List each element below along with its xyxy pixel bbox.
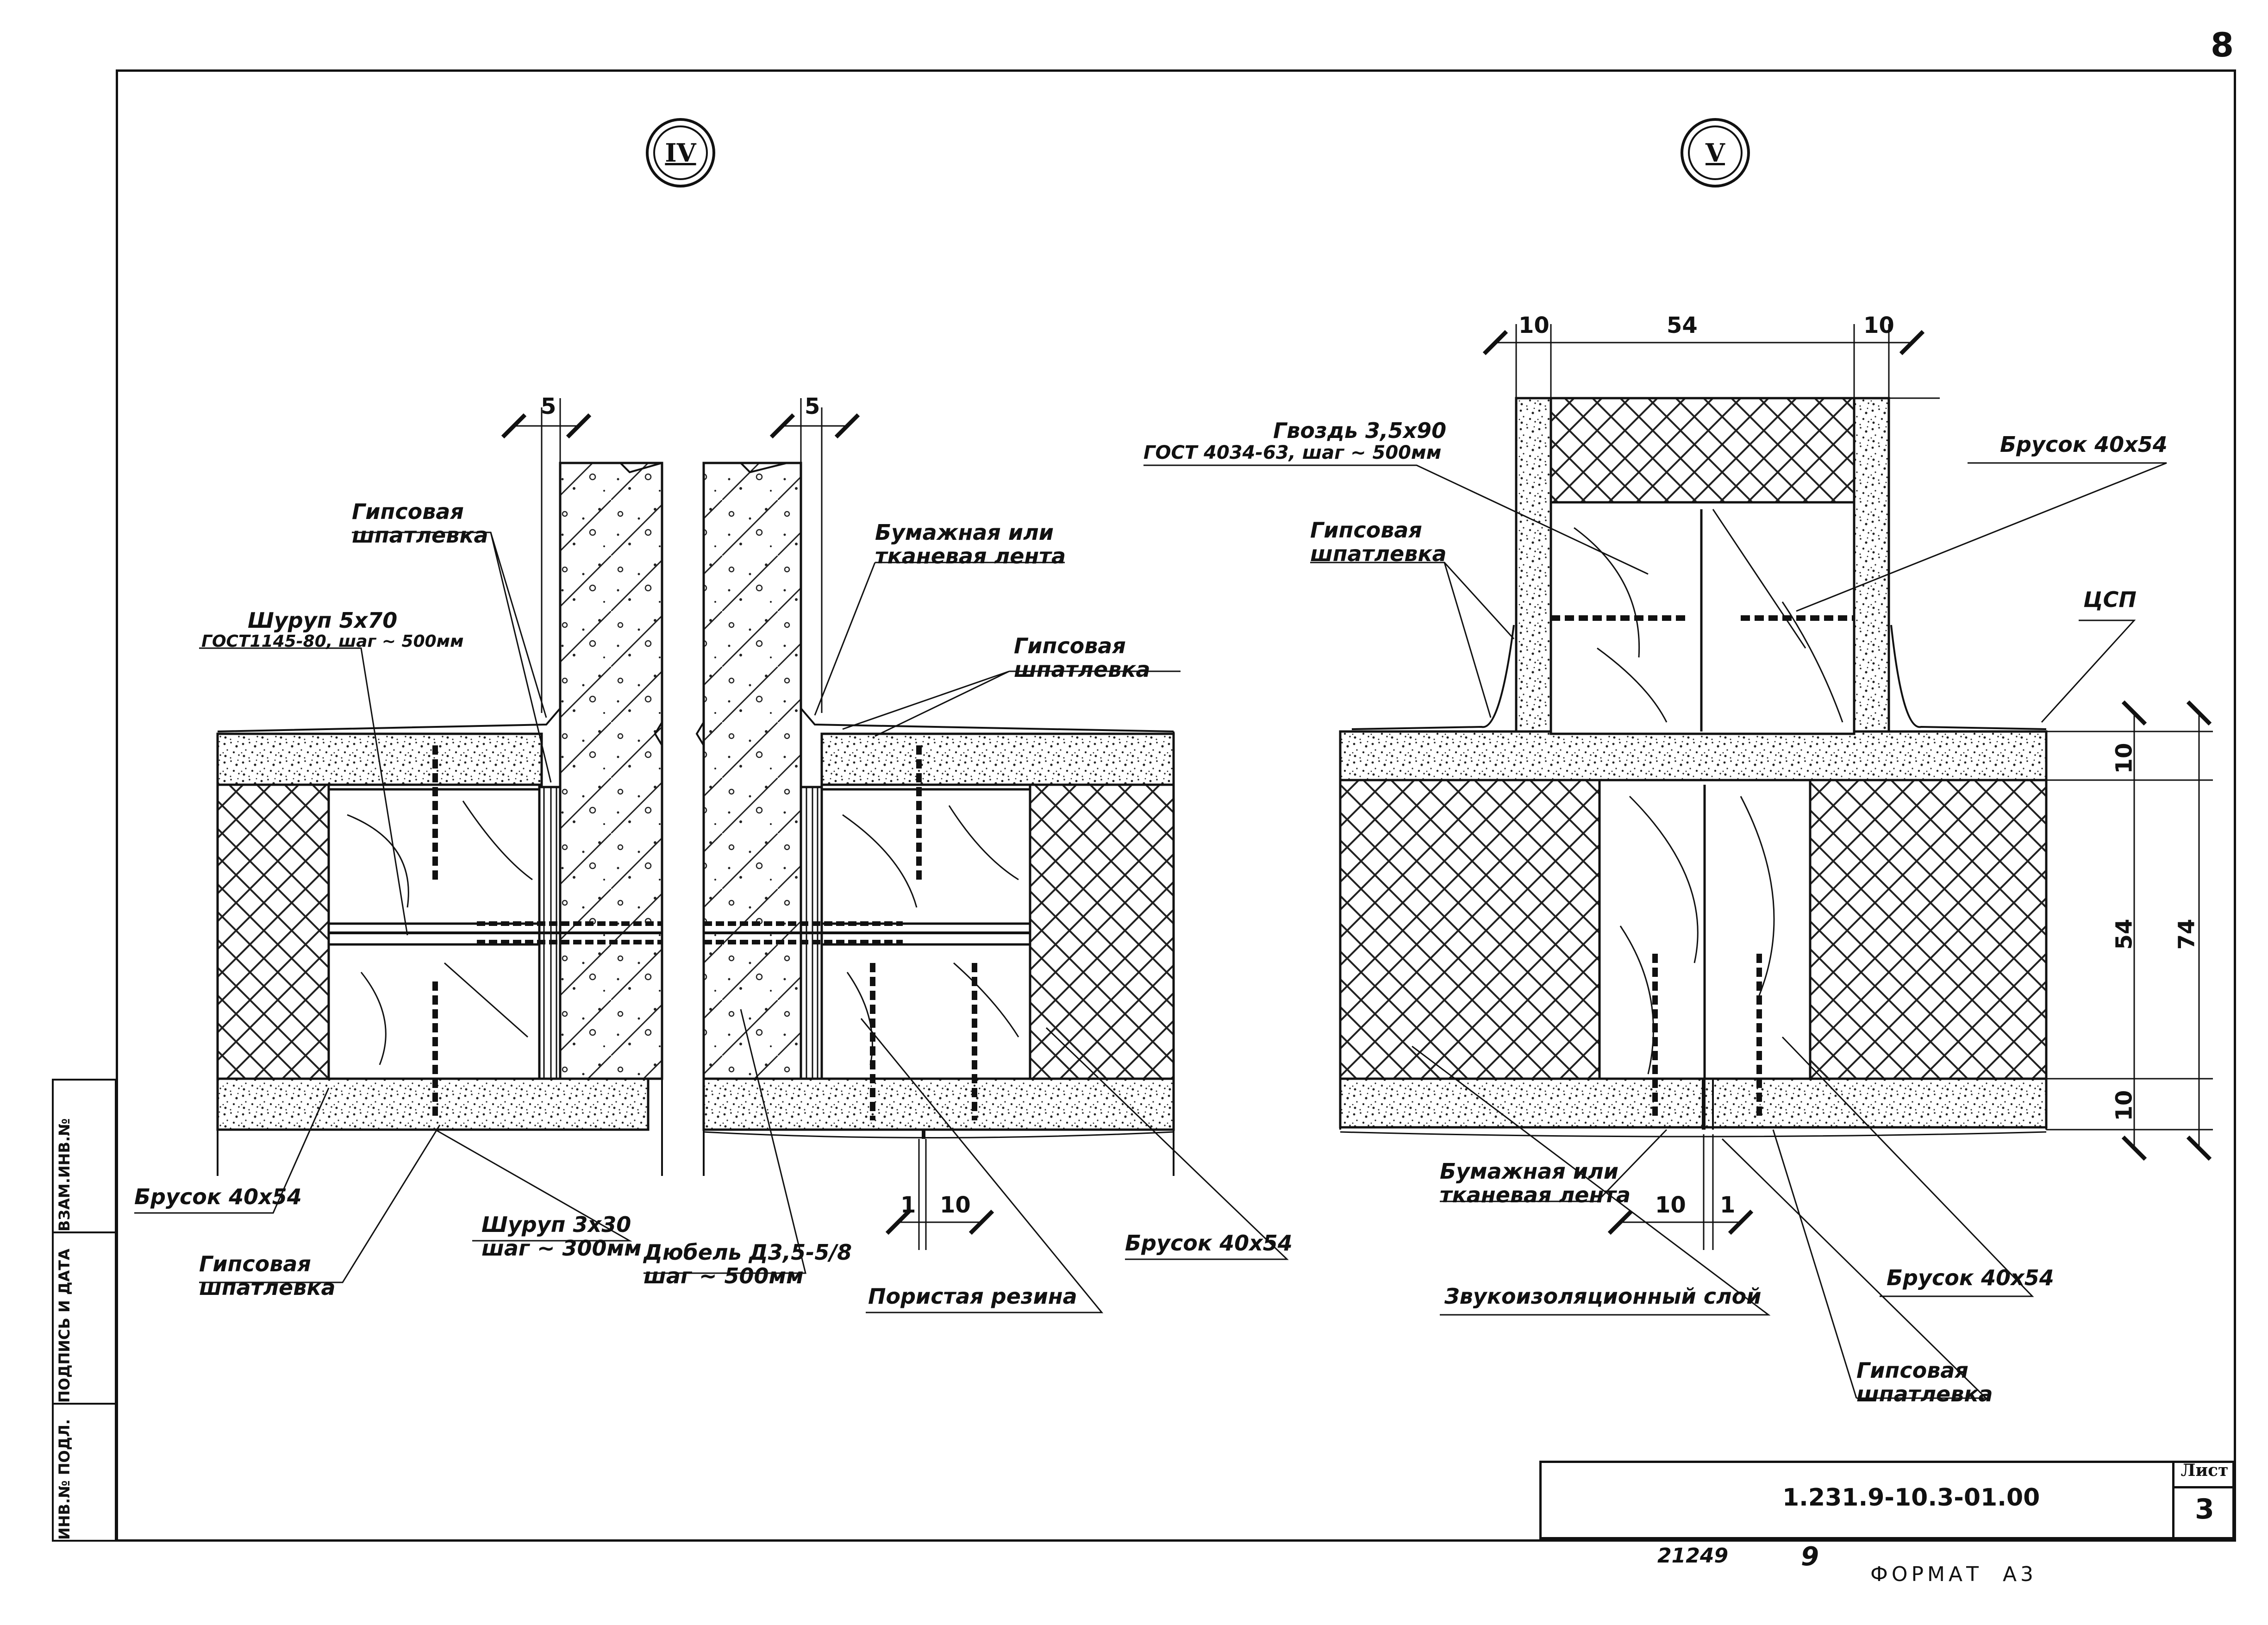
- label-shurup-330-line1: Шуруп 3x30: [481, 1212, 631, 1237]
- label-gips-v-top: Гипсовая шпатлевка: [1310, 519, 1447, 565]
- side-stamp-text-vzam: ВЗАМ.ИНВ.№: [56, 1118, 73, 1232]
- label-lenta-v-line2: тканевая лента: [1440, 1182, 1631, 1207]
- side-stamp-text-sign: ПОДПИСЬ И ДАТА: [56, 1249, 73, 1403]
- footer-format: ФОРМАТ А3: [1870, 1562, 2037, 1586]
- detail-v-dimensions: [1482, 324, 2213, 1250]
- label-gips-v-top-line2: шпатлевка: [1310, 541, 1447, 566]
- label-gvozd: Гвоздь 3,5x90 ГОСТ 4034-63, шаг ~ 500мм: [1143, 419, 1446, 463]
- title-block-code: 1.231.9-10.3-01.00: [1782, 1484, 2040, 1512]
- label-shurup-330-line2: шаг ~ 300мм: [481, 1235, 642, 1261]
- side-stamp-cell-vzam: ВЗАМ.ИНВ.№: [52, 1079, 117, 1233]
- detail-marker-iv-text: IV: [665, 138, 696, 168]
- dim-v-side-74: 74: [2174, 919, 2200, 950]
- label-dubel: Дюбель Д3,5-5/8 шаг ~ 500мм: [644, 1241, 852, 1288]
- label-shurup-570: Шуруп 5x70 ГОСТ1145-80, шаг ~ 500мм: [201, 609, 464, 650]
- dim-v-bottom-1: 1: [1720, 1192, 1736, 1218]
- label-gips-iv-right-line1: Гипсовая: [1014, 633, 1126, 658]
- side-stamp-cell-inv: ИНВ.№ ПОДЛ.: [52, 1403, 117, 1542]
- label-sound-layer: Звукоизоляционный слой: [1444, 1284, 1762, 1309]
- page-number: 8: [2211, 25, 2234, 64]
- detail-v: [1339, 397, 2048, 1138]
- dim-iv-bottom-1: 1: [900, 1192, 916, 1218]
- sheet-label: Лист: [2174, 1461, 2235, 1488]
- dim-iv-gap-left: 5: [541, 394, 556, 419]
- label-lenta-iv: Бумажная или тканевая лента: [875, 521, 1066, 568]
- label-shurup-570-line1: Шуруп 5x70: [248, 608, 398, 633]
- label-gips-left-top-line2: шпатлевка: [352, 522, 488, 548]
- label-gips-left-top: Гипсовая шпатлевка: [352, 500, 488, 547]
- label-gips-v-top-line1: Гипсовая: [1310, 518, 1422, 543]
- label-shurup-570-line2: ГОСТ1145-80, шаг ~ 500мм: [201, 631, 464, 651]
- dim-v-top-10-right: 10: [1863, 312, 1894, 338]
- drawing-frame: [116, 69, 2236, 1542]
- label-gips-v-bottom-line1: Гипсовая: [1856, 1358, 1968, 1383]
- title-block: [1539, 1461, 2235, 1539]
- label-gips-left-bottom-line2: шпатлевка: [199, 1275, 336, 1300]
- side-stamp-cell-sign: ПОДПИСЬ И ДАТА: [52, 1231, 117, 1405]
- leader-lines: [134, 462, 2167, 1399]
- label-brusok-v-bottom: Брусок 40x54: [1887, 1265, 2054, 1290]
- footer-number: 21249: [1657, 1544, 1729, 1568]
- label-brusok-iv-right: Брусок 40x54: [1125, 1231, 1293, 1256]
- side-stamp-text-inv: ИНВ.№ ПОДЛ.: [56, 1419, 73, 1540]
- label-gips-v-bottom: Гипсовая шпатлевка: [1856, 1359, 1993, 1406]
- label-lenta-v: Бумажная или тканевая лента: [1440, 1160, 1631, 1206]
- label-brusok-v-top: Брусок 40x54: [2000, 432, 2168, 457]
- label-lenta-v-line1: Бумажная или: [1440, 1159, 1618, 1184]
- dim-v-top-10-left: 10: [1518, 312, 1549, 338]
- detail-iv-dimensions: [501, 398, 994, 1250]
- detail-marker-v-text: V: [1706, 138, 1725, 168]
- sheet-number: 3: [2195, 1493, 2214, 1525]
- footer-copy: 9: [1801, 1542, 1819, 1572]
- sheet-box: Лист 3: [2172, 1461, 2237, 1539]
- label-lenta-iv-line1: Бумажная или: [875, 520, 1054, 545]
- label-gips-left-top-line1: Гипсовая: [352, 499, 464, 524]
- dim-v-side-10-top: 10: [2111, 743, 2137, 774]
- label-gips-iv-right-line2: шпатлевка: [1014, 656, 1150, 682]
- label-lenta-iv-line2: тканевая лента: [875, 543, 1066, 569]
- label-dubel-line1: Дюбель Д3,5-5/8: [644, 1240, 852, 1265]
- label-dubel-line2: шаг ~ 500мм: [644, 1263, 804, 1288]
- detail-marker-iv: IV: [646, 118, 715, 188]
- dim-v-side-54: 54: [2111, 919, 2137, 950]
- detail-marker-v: V: [1681, 118, 1750, 188]
- label-gips-left-bottom-line1: Гипсовая: [199, 1251, 311, 1276]
- side-stamp: ИНВ.№ ПОДЛ. ПОДПИСЬ И ДАТА ВЗАМ.ИНВ.№: [52, 1079, 117, 1542]
- dim-iv-bottom-10: 10: [940, 1192, 971, 1218]
- label-brusok-left: Брусок 40x54: [134, 1184, 302, 1209]
- label-gvozd-line1: Гвоздь 3,5x90: [1273, 418, 1447, 443]
- dim-v-bottom-10: 10: [1655, 1192, 1686, 1218]
- label-shurup-330: Шуруп 3x30 шаг ~ 300мм: [481, 1213, 642, 1260]
- label-porous-rubber: Пористая резина: [868, 1284, 1077, 1309]
- dim-v-top-54: 54: [1667, 312, 1698, 338]
- detail-iv-left: [216, 462, 663, 1176]
- label-gvozd-line2: ГОСТ 4034-63, шаг ~ 500мм: [1143, 442, 1442, 463]
- detail-iv-right: [695, 462, 1175, 1176]
- dim-v-side-10-bottom: 10: [2111, 1090, 2137, 1121]
- label-gips-iv-right: Гипсовая шпатлевка: [1014, 634, 1150, 681]
- label-gips-left-bottom: Гипсовая шпатлевка: [199, 1252, 336, 1299]
- dim-iv-gap-right: 5: [805, 394, 820, 419]
- label-gips-v-bottom-line2: шпатлевка: [1856, 1381, 1993, 1406]
- label-tssp: ЦСП: [2083, 587, 2137, 612]
